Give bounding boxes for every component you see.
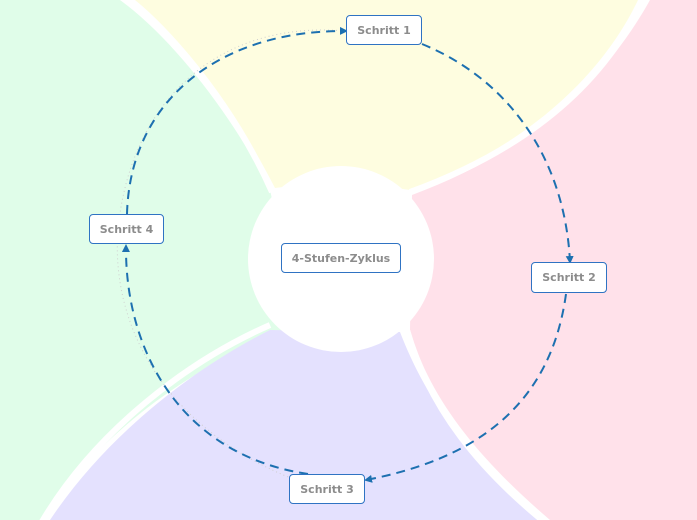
step-node-2[interactable]: Schritt 2 <box>531 262 607 293</box>
quadrant-top-background <box>135 0 638 190</box>
quadrant-separators <box>39 0 646 520</box>
step-node-4[interactable]: Schritt 4 <box>89 214 164 244</box>
quadrant-bottom-background <box>50 330 540 520</box>
quadrant-right-background <box>410 0 697 520</box>
arrow-step3-to-step4 <box>121 244 309 475</box>
step-node-3[interactable]: Schritt 3 <box>289 474 365 504</box>
quadrant-left-background <box>0 0 300 520</box>
arrow-step4-to-step1 <box>126 26 348 215</box>
center-node[interactable]: 4-Stufen-Zyklus <box>281 243 401 273</box>
arrow-step1-to-step2 <box>421 43 574 264</box>
step-node-1[interactable]: Schritt 1 <box>346 15 422 45</box>
